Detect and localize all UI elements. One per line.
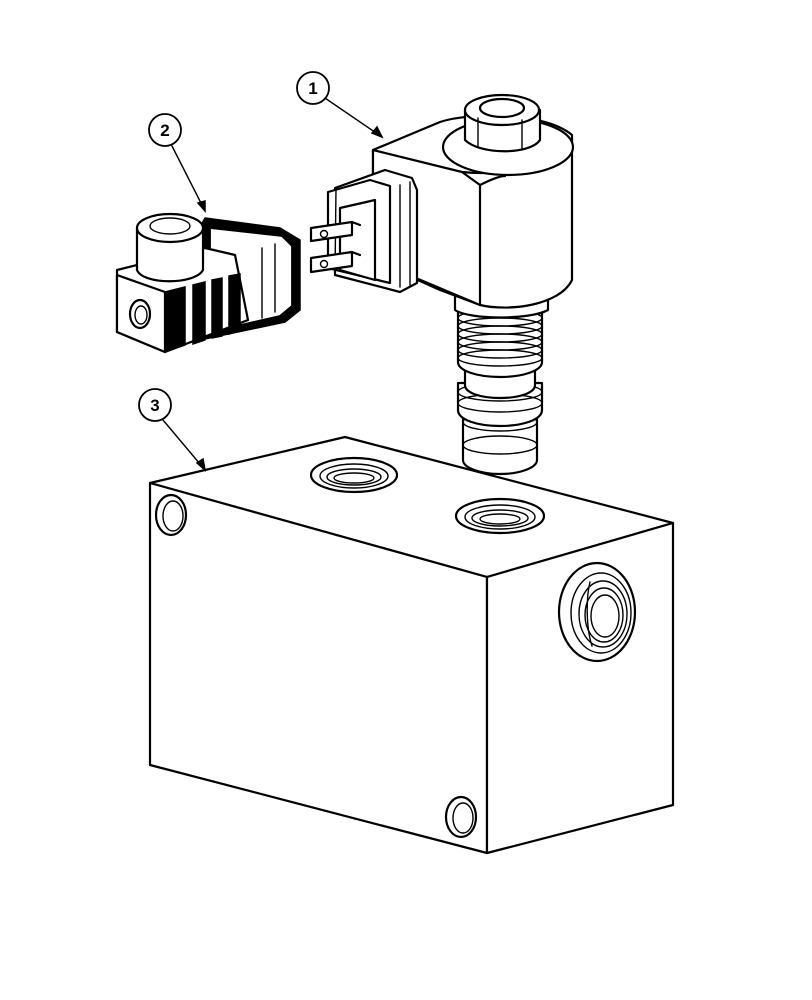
side-port: [557, 561, 637, 663]
mounting-hole-upper: [154, 493, 188, 537]
callout-2: 2: [148, 113, 206, 213]
top-port-front: [454, 497, 546, 535]
callout-label-1: 1: [308, 79, 317, 98]
top-nut: [463, 93, 542, 153]
mounting-hole-lower: [444, 795, 478, 839]
valve-cartridge: [309, 93, 575, 476]
callout-label-2: 2: [160, 121, 169, 140]
cartridge-connector: [309, 168, 419, 294]
valve-block: [148, 435, 675, 855]
callout-bubble-3: [138, 388, 172, 422]
callout-bubble-2: [148, 113, 182, 147]
callout-1: 1: [296, 71, 384, 139]
solenoid-coil: [115, 212, 301, 354]
callout-3: 3: [138, 388, 207, 472]
callout-label-3: 3: [150, 396, 159, 415]
callout-bubble-1: [296, 71, 330, 105]
top-port-rear: [309, 456, 399, 494]
cartridge-stem: [456, 306, 544, 476]
